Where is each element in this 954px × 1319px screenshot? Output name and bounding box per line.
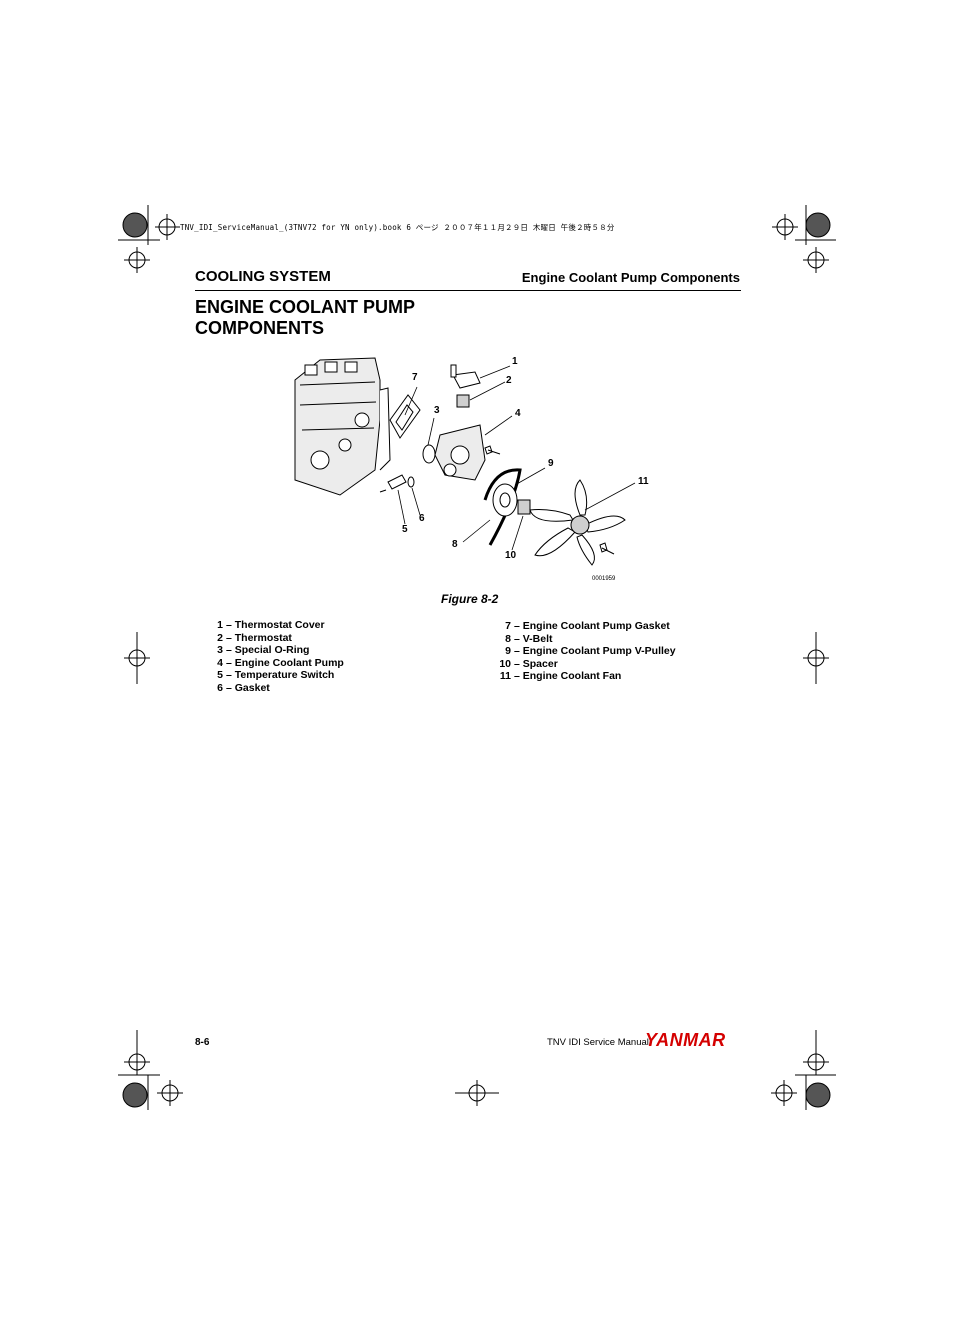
legend-item: 6– Gasket (217, 681, 270, 694)
callout-6: 6 (419, 513, 425, 524)
callout-10: 10 (505, 550, 517, 561)
figure-caption: Figure 8-2 (441, 592, 499, 606)
callout-1: 1 (512, 356, 518, 367)
callout-2: 2 (506, 375, 512, 386)
section-header: COOLING SYSTEM (195, 268, 331, 285)
legend-item: 1– Thermostat Cover (217, 619, 325, 631)
manual-name: TNV IDI Service Manual (547, 1037, 649, 1048)
legend-right: 7– Engine Coolant Pump Gasket 8– V-Belt … (497, 620, 676, 683)
legend-item: 4– Engine Coolant Pump (217, 656, 344, 669)
callout-9: 9 (548, 458, 554, 469)
legend-item: 8– V-Belt (505, 632, 553, 645)
callout-5: 5 (402, 524, 408, 535)
page-title: ENGINE COOLANT PUMP COMPONENTS (195, 297, 415, 338)
legend-left: 1– Thermostat Cover 2– Thermostat 3– Spe… (212, 619, 344, 695)
subsection-header: Engine Coolant Pump Components (521, 270, 740, 285)
legend-item: 9– Engine Coolant Pump V-Pulley (505, 645, 676, 658)
callout-3: 3 (434, 405, 440, 416)
callout-7: 7 (412, 372, 418, 383)
callout-11: 11 (638, 476, 649, 487)
header-rule (195, 290, 741, 291)
print-info-line: TNV_IDI_ServiceManual_(3TNV72 for YN onl… (180, 223, 615, 232)
legend-item: 10– Spacer (499, 657, 558, 670)
callout-8: 8 (452, 539, 458, 550)
legend-item: 2– Thermostat (217, 631, 292, 644)
legend-item: 7– Engine Coolant Pump Gasket (505, 620, 670, 632)
legend-item: 11– Engine Coolant Fan (499, 670, 622, 683)
page-number: 8-6 (195, 1037, 210, 1048)
yanmar-logo: YANMAR (645, 1030, 726, 1050)
callout-4: 4 (515, 408, 521, 419)
image-code: 0001959 (592, 576, 616, 582)
legend-item: 3– Special O-Ring (217, 644, 310, 657)
legend-item: 5– Temperature Switch (217, 669, 335, 682)
exploded-view-illustration (294, 357, 636, 566)
